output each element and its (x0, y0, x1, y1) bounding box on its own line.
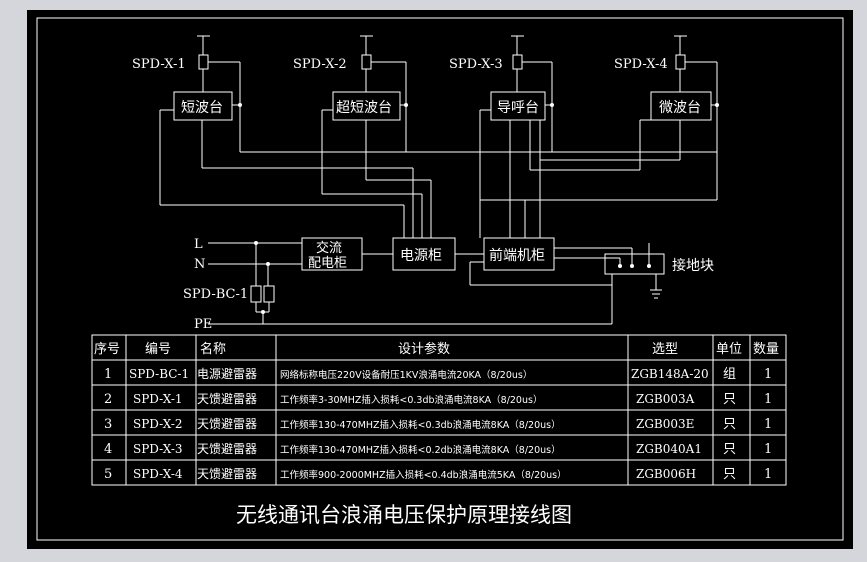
ac-cabinet-label-2: 配电柜 (308, 256, 347, 271)
table-row: 3 SPD-X-2 天馈避雷器 工作频率130-470MHZ插入损耗<0.3db… (104, 417, 772, 432)
svg-text:SPD-X-3: SPD-X-3 (133, 442, 183, 456)
svg-text:SPD-X-1: SPD-X-1 (133, 392, 183, 406)
spd-x-1-label: SPD-X-1 (132, 57, 186, 72)
svg-text:只: 只 (723, 392, 736, 407)
svg-text:SPD-X-2: SPD-X-2 (133, 417, 183, 431)
svg-text:只: 只 (723, 417, 736, 432)
line-n-label: N (194, 257, 205, 272)
station-shortwave: 短波台 (181, 100, 223, 116)
table-row: 1 SPD-BC-1 电源避雷器 网络标称电压220V设备耐压1KV浪涌电流20… (104, 367, 772, 382)
svg-text:天馈避雷器: 天馈避雷器 (197, 442, 257, 456)
drawing-title: 无线通讯台浪涌电压保护原理接线图 (236, 503, 572, 527)
junction-dots (238, 103, 719, 314)
svg-text:SPD-X-4: SPD-X-4 (133, 467, 183, 481)
spd-x-4-label: SPD-X-4 (614, 57, 668, 72)
svg-text:工作频率130-470MHZ插入损耗<0.2db浪涌电流8K: 工作频率130-470MHZ插入损耗<0.2db浪涌电流8KA（8/20us） (280, 444, 561, 456)
spd-bc-label: SPD-BC-1 (183, 287, 248, 302)
svg-text:工作频率900-2000MHZ插入损耗<0.4db浪涌电流5: 工作频率900-2000MHZ插入损耗<0.4db浪涌电流5KA（8/20us） (280, 469, 567, 481)
svg-text:ZGB003A: ZGB003A (636, 392, 695, 406)
svg-text:电源避雷器: 电源避雷器 (197, 367, 257, 381)
svg-text:SPD-BC-1: SPD-BC-1 (129, 367, 189, 381)
ac-cabinet-label-1: 交流 (316, 240, 342, 256)
th-qty: 数量 (753, 342, 779, 357)
th-model: 选型 (652, 342, 678, 357)
ground-block-label: 接地块 (672, 257, 714, 274)
svg-text:只: 只 (723, 442, 736, 457)
svg-text:ZGB148A-20: ZGB148A-20 (631, 367, 709, 381)
svg-text:1: 1 (104, 367, 112, 382)
svg-text:1: 1 (764, 392, 772, 407)
svg-text:3: 3 (104, 417, 112, 432)
table-row: 5 SPD-X-4 天馈避雷器 工作频率900-2000MHZ插入损耗<0.4d… (104, 467, 772, 482)
line-l-label: L (194, 237, 203, 252)
spd-x-2-label: SPD-X-2 (293, 57, 347, 72)
svg-text:天馈避雷器: 天馈避雷器 (197, 417, 257, 431)
svg-text:1: 1 (764, 367, 772, 382)
th-params: 设计参数 (398, 341, 450, 357)
table-row: 2 SPD-X-1 天馈避雷器 工作频率3-30MHZ插入损耗<0.3db浪涌电… (104, 392, 772, 407)
th-unit: 单位 (716, 342, 742, 357)
svg-text:1: 1 (764, 417, 772, 432)
th-index: 序号 (94, 342, 120, 357)
spd-x-3-label: SPD-X-3 (449, 57, 503, 72)
svg-text:工作频率130-470MHZ插入损耗<0.3db浪涌电流8K: 工作频率130-470MHZ插入损耗<0.3db浪涌电流8KA（8/20us） (280, 419, 561, 431)
svg-text:组: 组 (723, 367, 736, 382)
svg-text:ZGB040A1: ZGB040A1 (636, 442, 702, 456)
th-code: 编号 (145, 342, 171, 357)
wires (159, 35, 718, 325)
station-pager: 导呼台 (497, 100, 539, 116)
svg-text:1: 1 (764, 442, 772, 457)
th-name: 名称 (200, 341, 226, 357)
drawing-sheet (27, 10, 853, 549)
inner-border (36, 17, 844, 541)
svg-text:5: 5 (104, 467, 112, 482)
svg-text:ZGB006H: ZGB006H (636, 467, 696, 481)
svg-text:4: 4 (104, 442, 112, 457)
pe-label: PE (194, 317, 212, 332)
svg-text:只: 只 (723, 467, 736, 482)
svg-text:1: 1 (764, 467, 772, 482)
station-ultrashortwave: 超短波台 (336, 100, 392, 116)
power-cabinet-label: 电源柜 (400, 248, 442, 264)
svg-text:2: 2 (104, 392, 112, 407)
table-row: 4 SPD-X-3 天馈避雷器 工作频率130-470MHZ插入损耗<0.2db… (104, 442, 772, 457)
svg-text:网络标称电压220V设备耐压1KV浪涌电流20KA（8/20: 网络标称电压220V设备耐压1KV浪涌电流20KA（8/20us） (280, 369, 532, 381)
station-microwave: 微波台 (659, 100, 701, 116)
svg-text:天馈避雷器: 天馈避雷器 (197, 467, 257, 481)
frontend-cabinet-label: 前端机柜 (489, 247, 545, 264)
parts-table-grid (91, 334, 787, 486)
svg-text:天馈避雷器: 天馈避雷器 (197, 392, 257, 406)
svg-text:ZGB003E: ZGB003E (636, 417, 694, 431)
svg-text:工作频率3-30MHZ插入损耗<0.3db浪涌电流8KA（8: 工作频率3-30MHZ插入损耗<0.3db浪涌电流8KA（8/20us） (280, 394, 542, 406)
